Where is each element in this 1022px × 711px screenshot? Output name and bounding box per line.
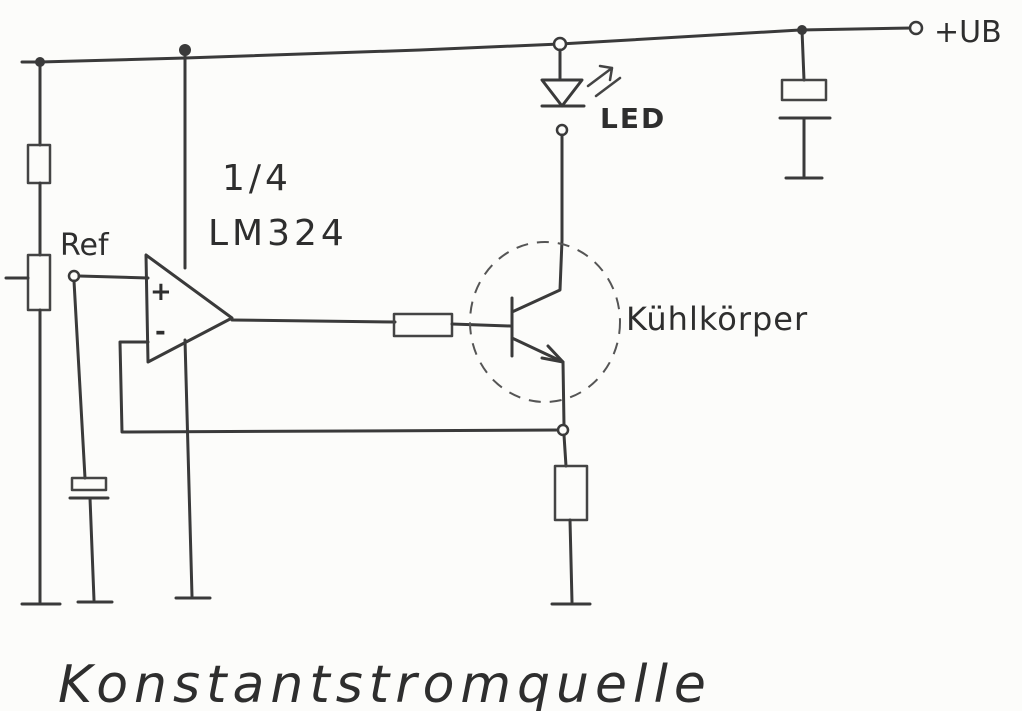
reference-to-plus-wire [77, 274, 150, 280]
led-label: LED [600, 102, 666, 135]
opamp-minus-label: - [155, 317, 166, 347]
ic-fraction-label: 1/4 [222, 158, 292, 199]
divider-resistor [26, 143, 52, 185]
base-wire [450, 322, 512, 328]
emitter-arrow [540, 344, 565, 364]
decoupling-capacitor-plate-1 [780, 78, 828, 102]
ref-cap-wire [72, 279, 87, 480]
opamp-plus-label: + [150, 277, 172, 307]
transistor-collector [510, 238, 564, 314]
led-light-arrow-2 [594, 76, 622, 98]
supply-terminal [908, 20, 924, 36]
emitter-resistor-wire-bottom [568, 518, 574, 604]
diagram-title: Konstantstromquelle [58, 655, 712, 711]
decoupling-cap-wire-top [800, 28, 806, 82]
opamp-output-wire [230, 318, 397, 324]
heatsink-label: Kühlkörper [626, 300, 808, 338]
emitter-resistor [553, 464, 589, 522]
reference-capacitor-plate-1 [70, 476, 108, 492]
opamp-ground-wire [183, 338, 194, 598]
transistor-emitter [510, 336, 566, 427]
base-resistor [392, 312, 454, 338]
rail-junction-led [552, 36, 568, 52]
emitter-node [556, 423, 570, 437]
emitter-resistor-wire-top [562, 433, 568, 468]
reference-potentiometer [26, 253, 52, 312]
led-light-arrow-1 [586, 64, 614, 88]
supply-label: +UB [934, 15, 1002, 50]
opamp-symbol [144, 253, 234, 364]
supply-rail [20, 26, 914, 64]
led-symbol [540, 78, 584, 108]
ref-cap-wire-bottom [88, 496, 96, 602]
reference-label: Ref [60, 228, 110, 263]
heatsink-outline [469, 241, 621, 403]
ic-name-label: LM324 [208, 213, 348, 254]
feedback-wire [118, 340, 562, 434]
